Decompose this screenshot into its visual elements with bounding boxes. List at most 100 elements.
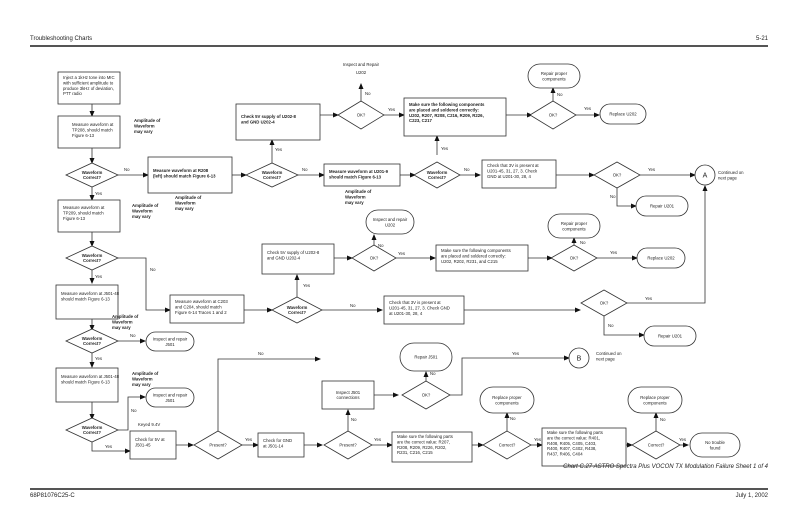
text-line: Waveform xyxy=(427,170,448,175)
text-line: (left) should match Figure 6-13 xyxy=(153,173,216,178)
edge-label-yes: Yes xyxy=(275,147,282,152)
edge-label-yes: Yes xyxy=(95,191,102,196)
chk5v-1-box xyxy=(235,103,321,141)
replace-u202-1-terminal xyxy=(599,103,647,125)
text-line: Repair proper xyxy=(561,221,588,226)
connector-line xyxy=(450,355,570,396)
text-line: connections xyxy=(337,395,360,400)
text-line: U202 xyxy=(356,70,367,75)
text-line: A xyxy=(703,173,708,180)
text-line: U201-45, 31, 27, 3. Check GND xyxy=(389,305,450,310)
ok6-decision xyxy=(580,289,628,317)
correct2-decision xyxy=(631,430,681,460)
edge-label-no: No xyxy=(302,167,308,172)
edge-label-yes: Yes xyxy=(610,250,617,255)
text-line: Figure 6-13 xyxy=(63,216,86,221)
edge-label-no: No xyxy=(464,167,470,172)
text-line: Check 5V supply of U202-8 xyxy=(267,250,320,255)
repair-u201-2-terminal xyxy=(643,325,697,347)
edge-label-no: No xyxy=(150,267,156,272)
connector-line xyxy=(627,185,708,304)
text-line: may vary xyxy=(132,382,151,387)
text-line: Repair J501 xyxy=(414,355,438,360)
header-rule xyxy=(30,45,768,47)
text-line: J501 xyxy=(165,398,175,403)
text-line: Waveform xyxy=(132,376,153,381)
parts2-box xyxy=(541,427,627,467)
text-line: Figure 6-14 Traces 1 and 2 xyxy=(175,310,227,315)
insp-j501-b-terminal xyxy=(145,387,195,408)
edge-label-yes: Yes xyxy=(303,283,310,288)
text-line: Replace proper xyxy=(640,395,670,400)
text-line: U202, R207, R208, C216, R209, R226, xyxy=(409,113,484,118)
make-sure-2-box xyxy=(435,244,529,272)
text-line: Continued on xyxy=(718,170,744,175)
text-line: Waveform xyxy=(262,170,283,175)
ok7-decision xyxy=(401,380,451,410)
text-line: Check 5V supply of U202-8 xyxy=(241,114,297,119)
text-line: are the correct value: R207, xyxy=(397,439,450,444)
text-line: R400, R407, C402, R438, xyxy=(547,446,596,451)
edge-label-no: No xyxy=(258,351,264,356)
edge-label-no: No xyxy=(131,408,137,413)
repair-u201-2-text: Repair U201 xyxy=(658,334,683,339)
text-line: components xyxy=(562,226,585,231)
text-line: next page xyxy=(596,356,615,361)
text-line: at U201-30, 28, 4 xyxy=(389,311,423,316)
text-line: Waveform xyxy=(82,336,103,341)
text-line: at J501-14 xyxy=(263,443,284,448)
text-line: OK? xyxy=(613,173,622,178)
text-line: Measure waveform at U201-9 xyxy=(329,169,389,174)
insp-conn-box xyxy=(321,380,375,410)
edge-label-yes: Yes xyxy=(245,437,252,442)
text-line: OK? xyxy=(422,393,431,398)
text-line: found xyxy=(710,445,721,450)
j501-48a-box xyxy=(55,284,119,320)
edge-label-yes: Yes xyxy=(398,251,405,256)
edge-label-yes: Yes xyxy=(441,146,448,151)
text-line: OK? xyxy=(570,256,579,261)
text-line: J501-45 xyxy=(135,442,151,447)
r208-box xyxy=(147,156,233,194)
repair-proper-2-terminal xyxy=(547,213,601,239)
text-line: and GND U202-4 xyxy=(241,119,275,124)
text-line: GND at U201-30, 28, 4 xyxy=(487,174,532,179)
text-line: Amplitude of xyxy=(112,314,139,319)
connector-line xyxy=(616,188,637,209)
ok2-text: OK? xyxy=(549,113,558,118)
text-line: U202, R202, R231, and C215 xyxy=(441,259,498,264)
repair-proper-1-terminal xyxy=(527,63,581,89)
text-line: Measure waveform at C203 xyxy=(175,299,228,304)
present2-decision xyxy=(323,430,373,460)
text-line: may vary xyxy=(132,214,151,219)
insp-u202-b-terminal xyxy=(365,209,415,235)
ok4-text: OK? xyxy=(370,256,379,261)
text-line: Inject a 1kHz tone into MIC xyxy=(63,75,115,80)
edge-label-yes: Yes xyxy=(679,437,686,442)
edge-label-yes: Yes xyxy=(388,107,395,112)
wc6-decision xyxy=(65,328,119,354)
insp-j501-a-terminal xyxy=(145,331,195,352)
wc2-decision xyxy=(245,162,299,188)
text-line: B xyxy=(577,356,582,363)
chk5v-2-box xyxy=(261,243,335,275)
text-line: Continued on xyxy=(596,351,622,356)
make-sure-1-box xyxy=(403,97,507,137)
text-line: should match Figure 6-13 xyxy=(329,174,382,179)
text-line: Measure waveform at R208 xyxy=(153,168,209,173)
conn-b-text: B xyxy=(577,356,582,363)
ok3-text: OK? xyxy=(613,173,622,178)
text-line: next page xyxy=(718,175,737,180)
edge-label-no: No xyxy=(365,91,371,96)
edge-label-no: No xyxy=(610,194,616,199)
